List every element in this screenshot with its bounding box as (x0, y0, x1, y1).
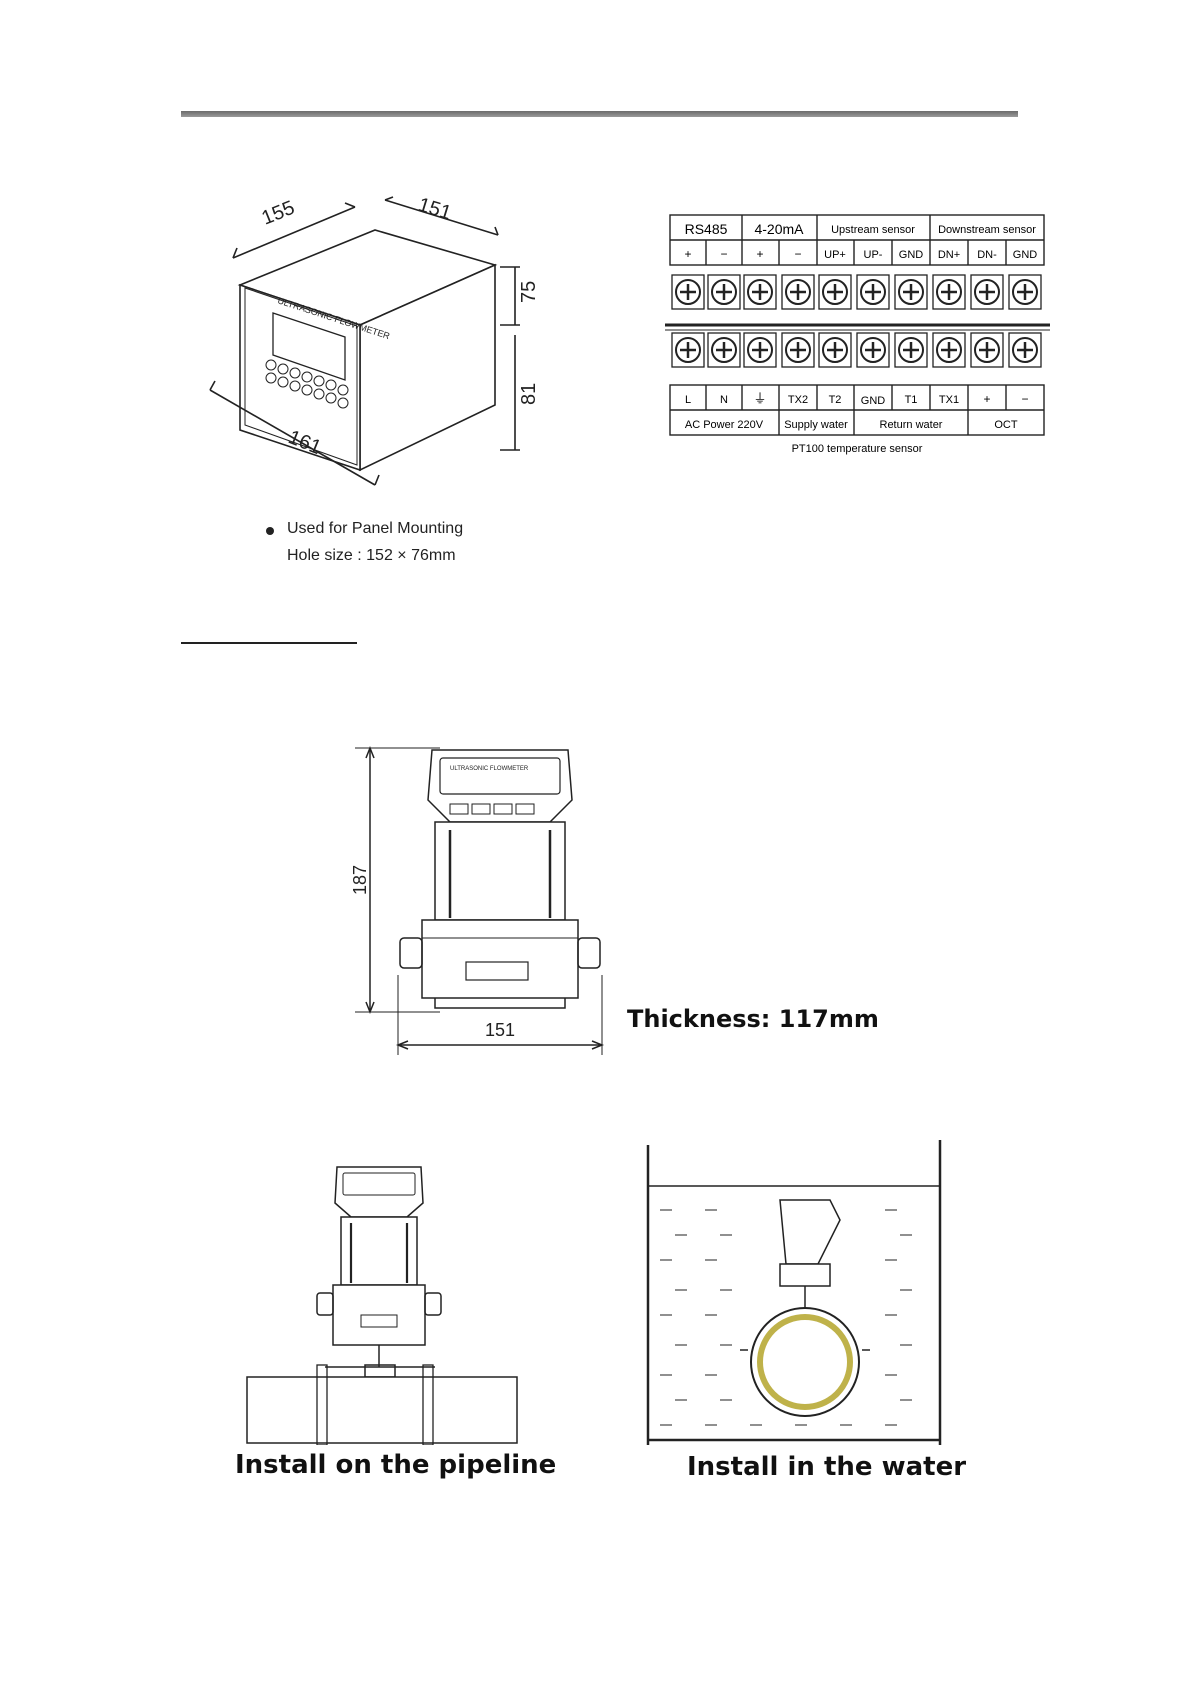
bottom-pin-7: T1 (905, 394, 918, 406)
group-return-water: Return water (880, 419, 943, 431)
terminal-screw-icon (671, 332, 705, 368)
terminal-screw-icon (1008, 274, 1042, 310)
bottom-pin-9: + (983, 392, 990, 406)
section-heading-underline (181, 642, 357, 644)
bullet-icon (266, 527, 274, 535)
group-4-20ma: 4-20mA (754, 221, 804, 237)
ground-icon: ⏚ (753, 391, 766, 406)
pt100-label: PT100 temperature sensor (792, 443, 923, 455)
wall-meter-label: ULTRASONIC FLOWMETER (450, 766, 529, 772)
group-ac-power: AC Power 220V (685, 419, 764, 431)
terminal-screw-icon (818, 332, 852, 368)
panel-meter-drawing: ULTRASONIC FLOWMETER 155 151 75 81 161 (209, 194, 540, 486)
terminal-screw-icon (970, 332, 1004, 368)
dim-81: 81 (518, 383, 540, 405)
top-pin-3: + (756, 247, 763, 261)
terminal-screw-icon (970, 274, 1004, 310)
dim-187: 187 (350, 865, 370, 895)
terminal-screw-icon (856, 274, 890, 310)
top-pin-10: GND (1013, 249, 1038, 261)
terminal-screw-icon (856, 332, 890, 368)
terminal-screw-icon (707, 332, 741, 368)
top-pin-9: DN- (977, 249, 997, 261)
terminal-screw-icon (707, 274, 741, 310)
terminal-screw-icon (781, 332, 815, 368)
bottom-pin-5: T2 (829, 394, 842, 406)
terminal-screw-icon (932, 274, 966, 310)
group-downstream: Downstream sensor (938, 224, 1036, 236)
terminal-screw-icon (671, 274, 705, 310)
panel-note-line1: Used for Panel Mounting (287, 520, 464, 537)
top-pin-8: DN+ (938, 249, 960, 261)
dim-151-top: 151 (416, 194, 454, 225)
group-oct: OCT (994, 419, 1018, 431)
bottom-pin-2: N (720, 394, 728, 406)
dim-75: 75 (518, 281, 540, 303)
water-dashes (660, 1209, 912, 1426)
pipeline-install-drawing (246, 1166, 518, 1445)
top-pin-5: UP+ (824, 249, 846, 261)
group-rs485: RS485 (685, 221, 728, 237)
group-upstream: Upstream sensor (831, 224, 915, 236)
terminal-screw-icon (894, 332, 928, 368)
water-install-drawing (646, 1140, 942, 1445)
bottom-pin-1: L (685, 394, 691, 406)
terminal-screw-icon (818, 274, 852, 310)
dim-155: 155 (259, 197, 298, 230)
top-pin-4: − (794, 247, 801, 261)
terminal-diagram: RS485 4-20mA Upstream sensor Downstream … (665, 214, 1050, 455)
thickness-label: Thickness: 117mm (627, 1005, 879, 1033)
top-pin-6: UP- (864, 249, 883, 261)
dim-151-bottom: 151 (485, 1020, 515, 1040)
top-pin-2: − (720, 247, 727, 261)
bottom-pin-8: TX1 (939, 394, 959, 406)
top-pin-7: GND (899, 249, 924, 261)
bottom-pin-6: GND (861, 395, 886, 407)
panel-note-line2: Hole size : 152 × 76mm (287, 547, 456, 564)
caption-pipeline: Install on the pipeline (235, 1450, 557, 1480)
terminal-screw-icon (932, 332, 966, 368)
terminal-screw-icon (743, 332, 777, 368)
wall-meter-drawing: ULTRASONIC FLOWMETER 187 151 (350, 745, 605, 1055)
header-rule (181, 111, 1018, 117)
bottom-pin-10: − (1021, 392, 1028, 406)
caption-water: Install in the water (687, 1452, 967, 1482)
terminal-screw-icon (894, 274, 928, 310)
group-supply-water: Supply water (784, 419, 848, 431)
terminal-screws (671, 274, 1042, 368)
top-pin-1: + (684, 247, 691, 261)
terminal-screw-icon (1008, 332, 1042, 368)
terminal-screw-icon (781, 274, 815, 310)
bottom-pin-4: TX2 (788, 394, 808, 406)
terminal-screw-icon (743, 274, 777, 310)
